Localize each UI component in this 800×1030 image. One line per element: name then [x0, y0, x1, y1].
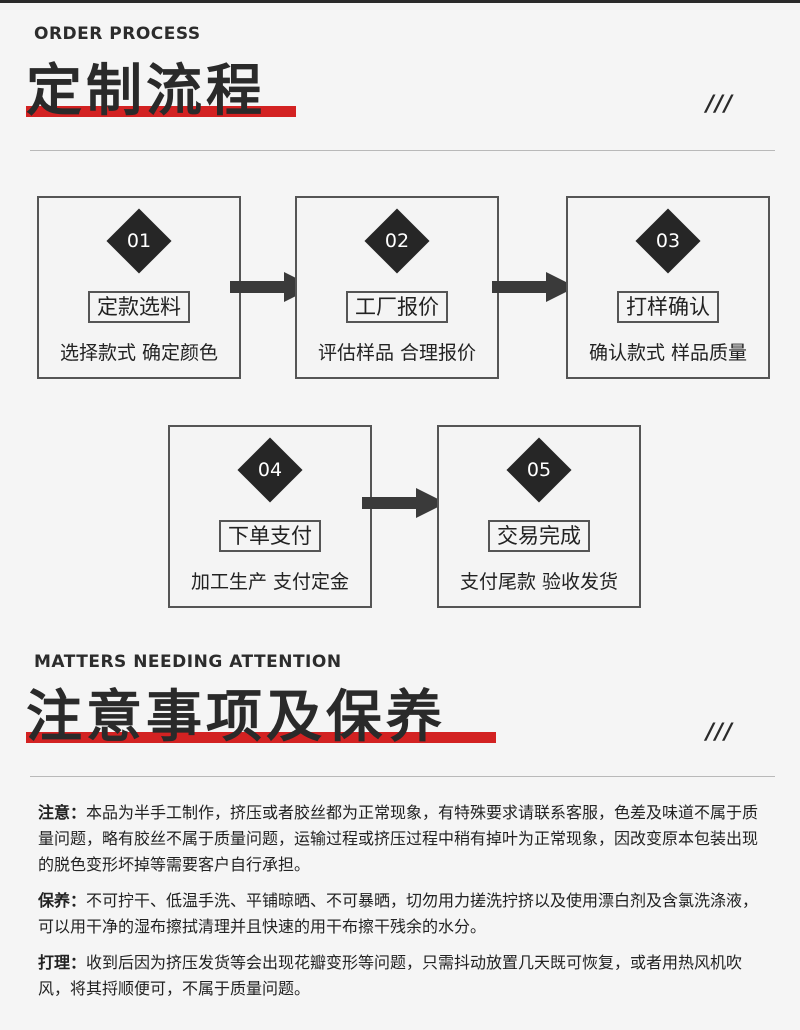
step-title: 打样确认	[617, 291, 719, 323]
step-card-04: 04 下单支付 加工生产 支付定金	[168, 425, 372, 608]
step-number: 03	[655, 230, 681, 252]
care-notes: 注意：本品为半手工制作，挤压或者胶丝都为正常现象，有特殊要求请联系客服，色差及味…	[38, 800, 768, 1012]
step-card-01: 01 定款选料 选择款式 确定颜色	[37, 196, 241, 379]
note-maintenance: 保养：不可拧干、低温手洗、平铺晾晒、不可暴晒，切勿用力搓洗拧挤以及使用漂白剂及含…	[38, 888, 768, 940]
note-attention: 注意：本品为半手工制作，挤压或者胶丝都为正常现象，有特殊要求请联系客服，色差及味…	[38, 800, 768, 878]
order-process-title-text: 定制流程	[26, 59, 266, 124]
step-number: 02	[384, 230, 410, 252]
attention-title-text: 注意事项及保养	[26, 685, 446, 750]
slash-decoration: ///	[706, 92, 734, 117]
note-care: 打理：收到后因为挤压发货等会出现花瓣变形等问题，只需抖动放置几天既可恢复，或者用…	[38, 950, 768, 1002]
attention-eyebrow: MATTERS NEEDING ATTENTION	[34, 652, 342, 672]
note-label: 注意：	[38, 803, 87, 822]
step-description: 选择款式 确定颜色	[59, 342, 219, 364]
right-arrow-icon	[492, 272, 576, 302]
step-title: 定款选料	[88, 291, 190, 323]
note-text: 不可拧干、低温手洗、平铺晾晒、不可暴晒，切勿用力搓洗拧挤以及使用漂白剂及含氯洗涤…	[38, 891, 759, 936]
note-text: 收到后因为挤压发货等会出现花瓣变形等问题，只需抖动放置几天既可恢复，或者用热风机…	[38, 953, 743, 998]
step-number: 05	[526, 459, 552, 481]
step-card-02: 02 工厂报价 评估样品 合理报价	[295, 196, 499, 379]
right-arrow-icon	[362, 488, 446, 518]
title-accent-bar	[26, 732, 496, 743]
step-card-05: 05 交易完成 支付尾款 验收发货	[437, 425, 641, 608]
step-description: 确认款式 样品质量	[588, 342, 748, 364]
step-description: 支付尾款 验收发货	[459, 571, 619, 593]
order-process-eyebrow: ORDER PROCESS	[34, 24, 201, 44]
step-number: 04	[257, 459, 283, 481]
step-number: 01	[126, 230, 152, 252]
order-process-title: 定制流程	[26, 59, 296, 124]
attention-title: 注意事项及保养	[26, 685, 496, 750]
step-description: 评估样品 合理报价	[317, 342, 477, 364]
step-description: 加工生产 支付定金	[190, 571, 350, 593]
note-label: 保养：	[38, 891, 87, 910]
title-accent-bar	[26, 106, 296, 117]
slash-decoration: ///	[706, 720, 734, 745]
section-divider	[30, 776, 775, 777]
top-border	[0, 0, 800, 3]
note-label: 打理：	[38, 953, 87, 972]
section-divider	[30, 150, 775, 151]
step-title: 工厂报价	[346, 291, 448, 323]
step-title: 下单支付	[219, 520, 321, 552]
step-card-03: 03 打样确认 确认款式 样品质量	[566, 196, 770, 379]
step-title: 交易完成	[488, 520, 590, 552]
note-text: 本品为半手工制作，挤压或者胶丝都为正常现象，有特殊要求请联系客服，色差及味道不属…	[38, 803, 759, 874]
